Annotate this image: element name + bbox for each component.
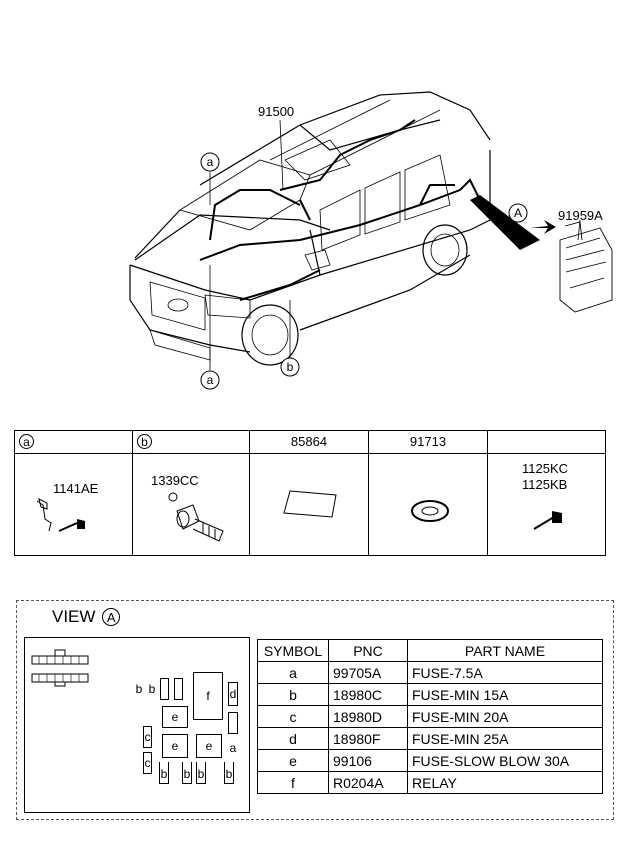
view-arrow [530,220,556,234]
cell-85864 [250,453,369,555]
wiring-harness [199,119,481,301]
fuse-slot-2 [174,678,183,700]
row-symbol: a [257,661,329,684]
fuse-slot-c2: c [143,752,152,774]
row-name: FUSE-7.5A [407,661,603,684]
row-pnc: 18980D [328,705,408,728]
row-pnc: 18980C [328,683,408,706]
callout-b [280,357,300,377]
table-row: b 18980C FUSE-MIN 15A [257,683,603,706]
view-title-text: VIEW [52,607,96,626]
cell-a: 1141AE [15,453,133,555]
vehicle-diagram: a a b A 91500 91959A [129,91,613,390]
callout-view-a [508,203,528,223]
panel-connector-icon [31,649,89,687]
callout-a-bottom [200,370,220,390]
callout-a-top [200,152,220,172]
fuse-label-b1: b [135,682,143,696]
header-cell-5 [488,431,606,453]
fuse-slot-e2: e [162,734,188,758]
header-cell-91713: 91713 [369,431,488,453]
fuse-label-b2: b [148,682,156,696]
row-name: FUSE-SLOW BLOW 30A [407,749,603,772]
cell-b: 1339CC [133,453,250,555]
label-1339CC: 1339CC [151,473,199,488]
label-1125KB: 1125KB [522,477,568,492]
header-symbol-b: b [137,434,152,449]
label-1125KC: 1125KC [522,461,569,476]
symbol-table-header: SYMBOL PNC PART NAME [257,639,603,662]
relay-f: f [193,672,223,720]
fuse-slot-b3: b [159,762,169,784]
fuse-slot-e1: e [162,706,188,728]
table-row: f R0204A RELAY [257,771,603,794]
callout-a-bottom-label: a [207,373,214,387]
callout-a-top-label: a [207,155,214,169]
row-name: RELAY [407,771,603,794]
bracket-bolt-icon [36,498,85,532]
row-pnc: 18980F [328,727,408,750]
cell-91713 [369,453,488,555]
cell-bolts: 1125KC 1125KB [488,453,606,555]
fuse-label-a: a [229,741,237,755]
pad-sheet-icon [283,490,337,518]
row-symbol: c [257,705,329,728]
row-pnc: R0204A [328,771,408,794]
row-symbol: d [257,727,329,750]
table-row: d 18980F FUSE-MIN 25A [257,727,603,750]
col-symbol: SYMBOL [257,639,329,662]
fuse-slot-e3: e [196,734,222,758]
grommet-connector-icon [168,492,224,542]
header-cell-a: a [15,431,133,453]
fuse-slot-c1: c [143,726,152,748]
row-symbol: f [257,771,329,794]
view-title-symbol: A [102,608,121,626]
bolt-icon [533,511,562,530]
fuse-slot-b4: b [182,762,192,784]
fuse-symbol-table: SYMBOL PNC PART NAME a 99705A FUSE-7.5A … [257,639,603,794]
vehicle-outline [129,91,491,366]
fuse-slot-d2 [228,712,238,734]
col-pnc: PNC [328,639,408,662]
label-1141AE: 1141AE [53,481,99,496]
col-part-name: PART NAME [407,639,603,662]
row-name: FUSE-MIN 25A [407,727,603,750]
fuse-panel [24,637,250,813]
header-cell-85864: 85864 [250,431,369,453]
table-row: c 18980D FUSE-MIN 20A [257,705,603,728]
row-pnc: 99705A [328,661,408,684]
part-number-91500: 91500 [258,104,294,119]
header-cell-b: b [133,431,250,453]
grommet-ring-icon [411,500,449,522]
row-name: FUSE-MIN 15A [407,683,603,706]
part-number-91959A: 91959A [558,208,603,223]
view-a-section [16,600,614,820]
header-symbol-a: a [19,434,34,449]
harness-arrow-band [470,195,540,250]
fuse-slot-b5: b [196,762,206,784]
fuse-slot-b6: b [224,762,234,784]
parts-table: a b 85864 91713 1141AE 1339CC [14,430,606,556]
table-row: e 99106 FUSE-SLOW BLOW 30A [257,749,603,772]
header-91713: 91713 [409,434,447,449]
callout-view-a-label: A [514,206,522,220]
table-row: a 99705A FUSE-7.5A [257,661,603,684]
fuse-slot-1 [160,678,169,700]
row-symbol: b [257,683,329,706]
callout-b-label: b [287,360,294,374]
parts-table-header: a b 85864 91713 [15,431,605,454]
row-pnc: 99106 [328,749,408,772]
fuse-slot-d1: d [228,682,238,706]
header-85864: 85864 [290,434,328,449]
junction-block-module [559,221,613,313]
row-name: FUSE-MIN 20A [407,705,603,728]
view-title: VIEW A [52,607,121,627]
row-symbol: e [257,749,329,772]
